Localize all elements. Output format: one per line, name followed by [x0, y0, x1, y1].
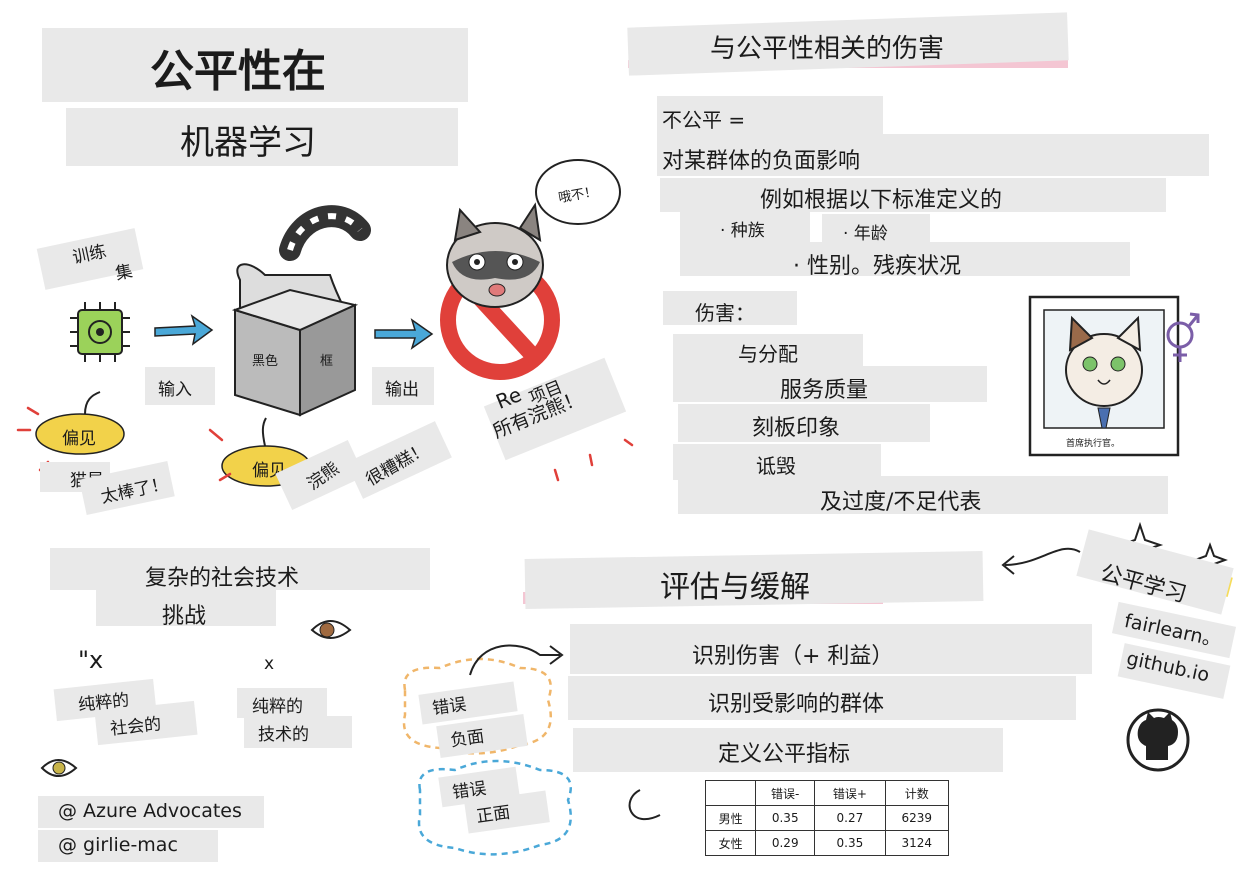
bias-blob [35, 413, 125, 455]
table-cell: 0.27 [814, 805, 886, 831]
criterion-age: · 年龄 [843, 224, 888, 244]
header-tape [50, 548, 430, 590]
harm-denigration: 诋毁 [756, 454, 796, 478]
text-tape [678, 476, 1168, 514]
text-tape [657, 134, 1209, 176]
text-tape [673, 444, 881, 480]
table-cell: 6239 [884, 805, 950, 831]
table-header-cell: 错误- [755, 780, 816, 806]
title-tape [42, 28, 468, 102]
text-tape [673, 334, 863, 368]
ceo-portrait [1028, 295, 1180, 457]
table-cell: 女性 [704, 830, 757, 856]
title-tape [66, 108, 458, 166]
gender-symbol-icon [1166, 312, 1200, 362]
output-label: 输出 [385, 380, 419, 400]
loop-icon [628, 789, 661, 821]
credit-tape [38, 796, 264, 828]
harms-label: 伤害： [695, 301, 755, 325]
text-tape [657, 96, 883, 136]
criterion-gender-disability: · 性别。残疾状况 [793, 254, 961, 279]
table-cell: 0.35 [814, 830, 886, 856]
table-header-cell [704, 780, 757, 806]
false-positive-2: 正面 [475, 802, 512, 828]
criterion-race: · 种族 [720, 221, 765, 241]
label-tape [372, 367, 434, 405]
pure-tech-1: 纯粹的 [252, 697, 303, 717]
raccoon-icon [440, 202, 560, 380]
text-tape [680, 212, 810, 242]
curved-arrow-icon [84, 391, 101, 415]
credit-tape [38, 830, 218, 862]
table-cell: 3124 [884, 830, 950, 856]
github-icon [1126, 708, 1190, 772]
harm-representation: 及过度/不足代表 [820, 490, 982, 515]
pure-tech-2: 技术的 [258, 725, 309, 745]
defined-by-text: 例如根据以下标准定义的 [760, 188, 1003, 213]
label-tape [237, 688, 327, 718]
eye-icon [310, 620, 352, 639]
x-left: "x [78, 646, 104, 674]
text-tape [660, 178, 1166, 212]
text-tape [822, 214, 930, 242]
unfair-definition: 不公平 = [662, 108, 746, 132]
step-tape [568, 676, 1076, 720]
chip-icon [70, 302, 130, 362]
table-header-cell: 错误+ [814, 780, 886, 806]
pure-social-2: 社会的 [109, 714, 163, 740]
bias-label-left: 偏见 [62, 429, 96, 449]
sociotech-header-1: 复杂的社会技术 [145, 566, 300, 591]
table-cell: 0.35 [755, 805, 816, 831]
step-tape [573, 728, 1003, 772]
step-tape [570, 624, 1092, 674]
speech-bubble [535, 159, 621, 225]
arrow-right-icon [374, 318, 434, 350]
table-cell: 男性 [704, 805, 757, 831]
curved-arrow-icon [1004, 547, 1081, 566]
text-tape [678, 404, 930, 442]
black-box-label-1: 黑色 [252, 354, 279, 369]
sociotech-header-2: 挑战 [162, 604, 207, 629]
step-identify-groups: 识别受影响的群体 [708, 692, 885, 717]
text-tape [673, 366, 987, 402]
harm-quality-of-service: 服务质量 [780, 378, 869, 403]
label-tape [145, 367, 215, 405]
harms-header: 与公平性相关的伤害 [710, 34, 945, 64]
x-right: x [264, 654, 275, 674]
table-header-row: 错误- 错误+ 计数 [704, 780, 950, 806]
credit-azure-advocates: @ Azure Advocates [58, 800, 242, 822]
error-rate-table: 错误- 错误+ 计数 男性 0.35 0.27 6239 女性 0.29 0.3… [704, 780, 950, 856]
black-box-icon [231, 205, 371, 417]
arrow-right-icon [154, 314, 214, 346]
assess-header: 评估与缓解 [660, 570, 810, 605]
false-negative-2: 负面 [449, 726, 486, 752]
page-title-line2: 机器学习 [180, 123, 316, 163]
table-row: 男性 0.35 0.27 6239 [704, 805, 950, 831]
step-define-metrics: 定义公平指标 [718, 742, 851, 767]
harm-allocation: 与分配 [738, 342, 798, 366]
curved-arrow-icon [469, 644, 560, 676]
text-tape [680, 242, 1130, 276]
table-row: 女性 0.29 0.35 3124 [704, 830, 950, 856]
header-tape [96, 590, 276, 626]
false-negative-1: 错误 [431, 694, 468, 720]
black-box-label-2: 框 [320, 354, 334, 369]
step-identify-harms: 识别伤害（+ 利益） [692, 644, 894, 669]
table-cell: 0.29 [755, 830, 816, 856]
curved-arrow-icon [261, 417, 267, 447]
eye-icon [40, 759, 78, 777]
table-header-cell: 计数 [884, 780, 950, 806]
label-tape [244, 716, 352, 748]
text-tape [663, 291, 797, 325]
credit-girlie-mac: @ girlie-mac [58, 834, 178, 856]
input-label: 输入 [158, 380, 192, 400]
portrait-caption: 首席执行官。 [1066, 439, 1121, 449]
page-title-line1: 公平性在 [150, 46, 326, 97]
harm-stereotyping: 刻板印象 [752, 416, 841, 441]
negative-impact-text: 对某群体的负面影响 [662, 149, 861, 174]
